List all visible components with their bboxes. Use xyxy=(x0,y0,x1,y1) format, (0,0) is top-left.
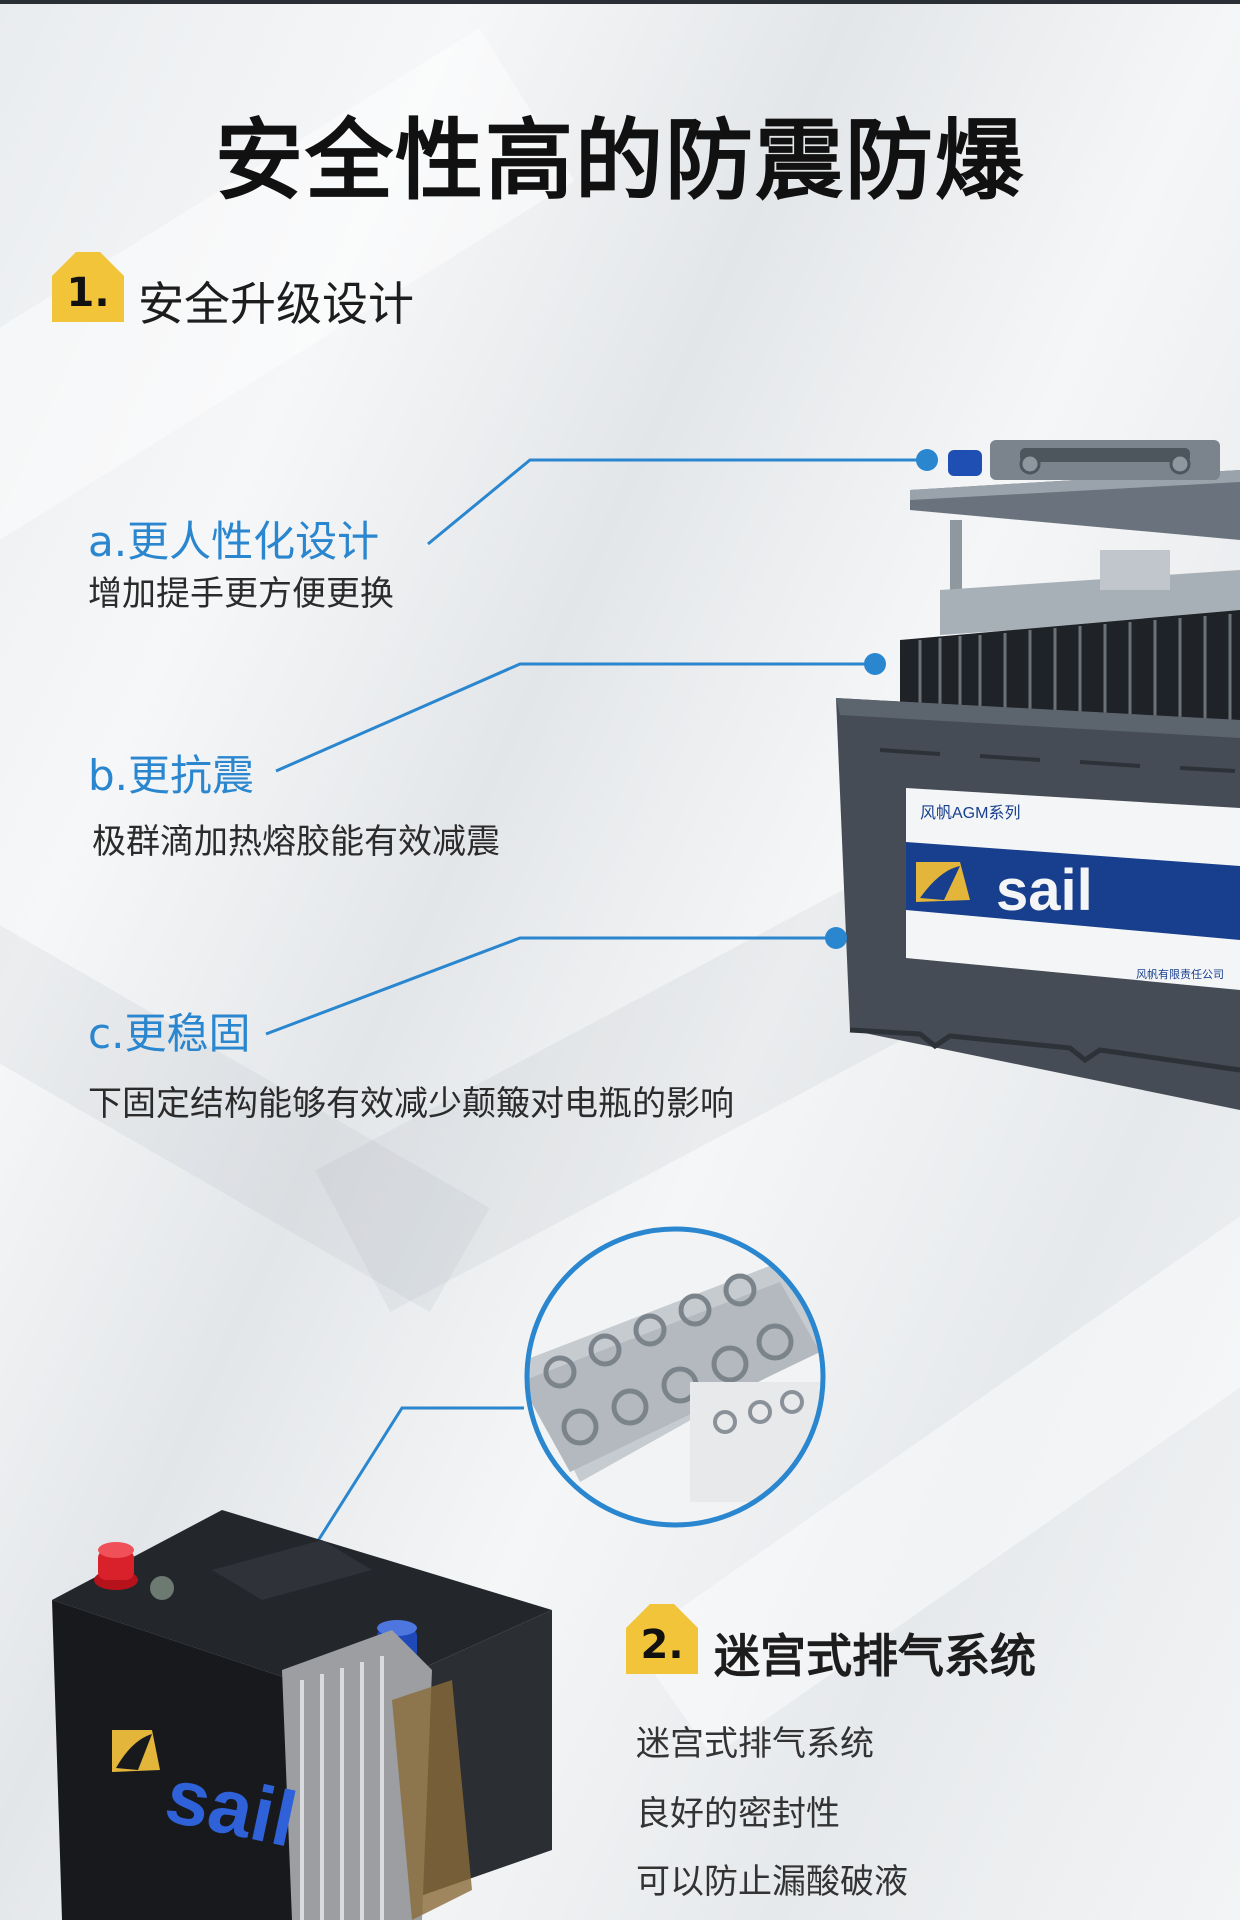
badge-shape-icon xyxy=(52,252,124,322)
section-2-number: 2. xyxy=(640,1622,684,1668)
section-1-number: 1. xyxy=(66,270,110,316)
cutaway-battery-illustration: sail xyxy=(52,1510,552,1920)
page-title: 安全性高的防震防爆 xyxy=(214,109,1025,212)
exploded-battery-illustration: 风帆AGM系列 sail 风帆有限责任公司 xyxy=(836,440,1240,1110)
feature-c-desc: 下固定结构能够有效减少颠簸对电瓶的影响 xyxy=(88,1084,734,1124)
battery-top-label-small: 风帆AGM系列 xyxy=(920,804,1020,822)
section-2-line-1: 迷宫式排气系统 xyxy=(636,1724,874,1764)
top-border xyxy=(0,0,1240,4)
battery-top-footer-small: 风帆有限责任公司 xyxy=(1136,967,1224,981)
section-1-badge: 1. xyxy=(52,252,124,322)
badge-shape-icon xyxy=(626,1604,698,1674)
feature-b-desc: 极群滴加热熔胶能有效减震 xyxy=(92,822,500,862)
section-2-badge: 2. xyxy=(626,1604,698,1674)
vent-detail-zoom-circle xyxy=(524,1226,826,1528)
section-2-title: 迷宫式排气系统 xyxy=(714,1629,1036,1683)
section-1-title: 安全升级设计 xyxy=(138,277,414,331)
feature-c-title: c.更稳固 xyxy=(88,1009,251,1058)
battery-top-brand: sail xyxy=(996,858,1093,923)
feature-a-desc: 增加提手更方便更换 xyxy=(88,574,394,614)
section-2-line-3: 可以防止漏酸破液 xyxy=(636,1862,908,1902)
feature-a-title: a.更人性化设计 xyxy=(88,517,380,566)
feature-b-title: b.更抗震 xyxy=(88,751,255,800)
section-2-line-2: 良好的密封性 xyxy=(636,1794,840,1834)
